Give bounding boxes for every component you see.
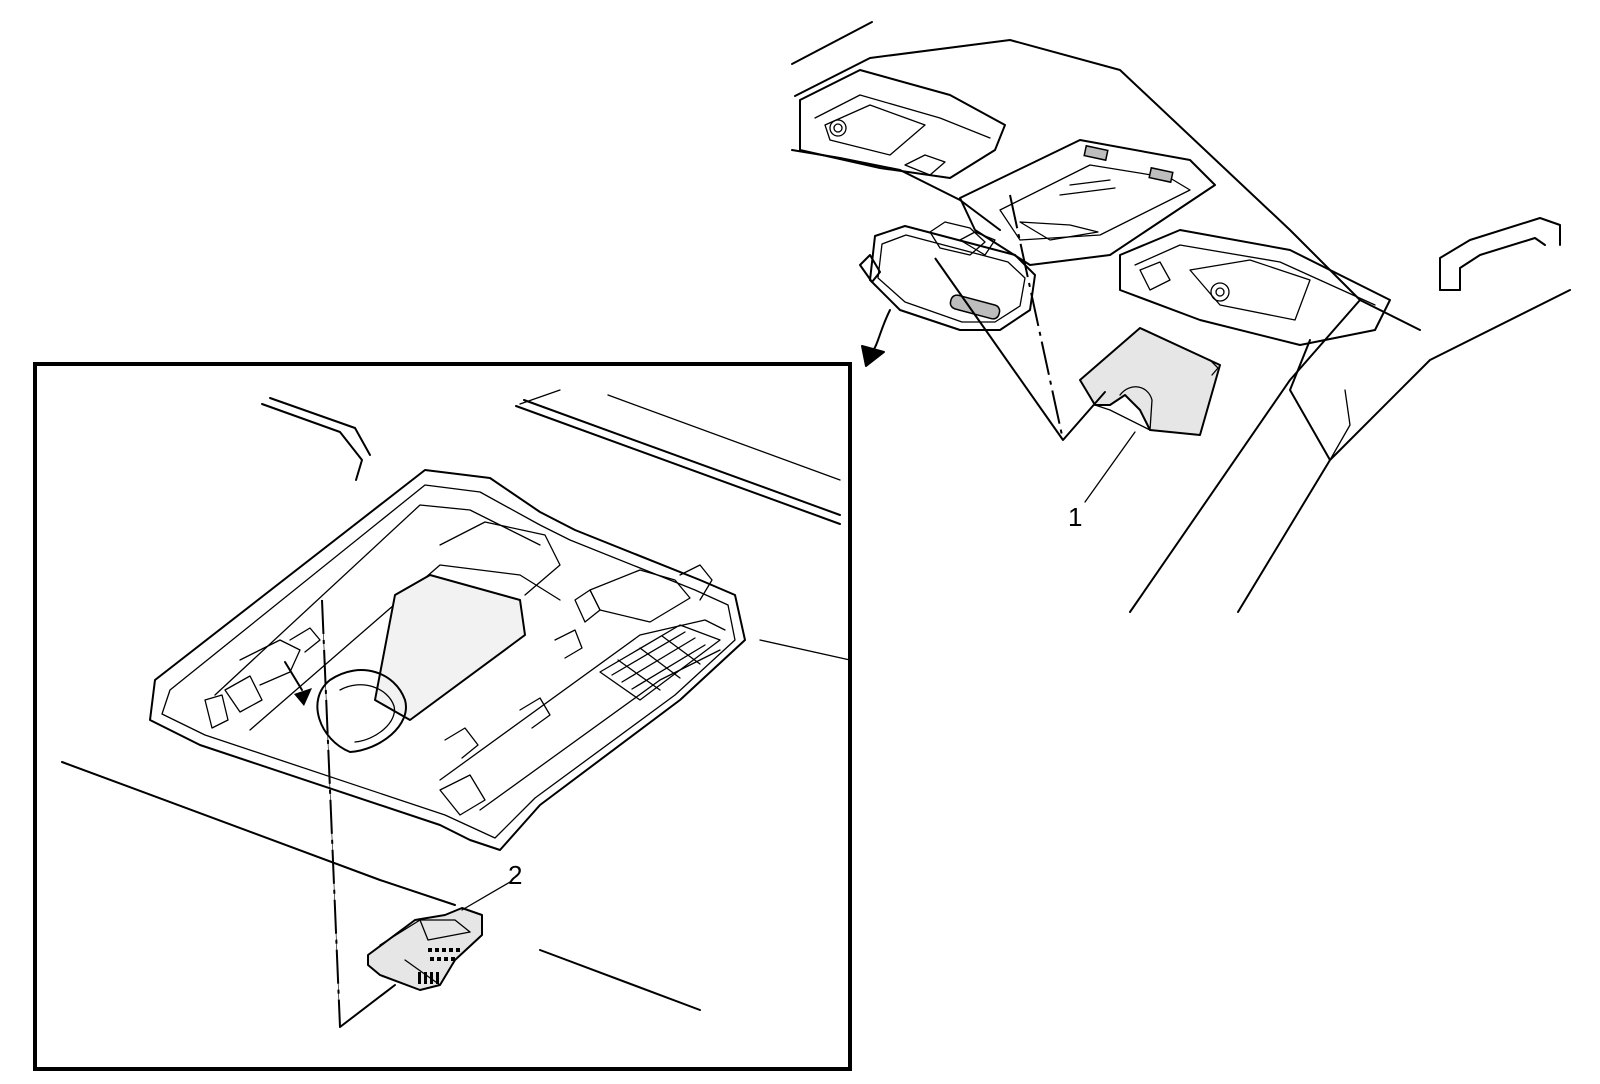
detail-arrowhead [861,345,885,367]
rearview-mirror [859,221,1036,331]
headliner-overview: 1 [791,21,1571,613]
assist-handle [1439,217,1561,291]
mirror-cover-part [1079,327,1221,436]
alignment-line-1a [1009,194,1064,441]
console-vent-grille [599,624,721,701]
callout-1-leader [1084,431,1136,503]
callout-2-leader [461,881,511,911]
removal-arrow [284,661,303,691]
console-opening-frame [149,469,746,851]
inset-frame [33,362,852,1071]
callout-1-label: 1 [1068,502,1082,532]
left-sunvisor-recess [799,69,1006,179]
callout-2-label: 2 [508,860,522,890]
detail-inset: 2 [33,362,852,1071]
connector-part [367,907,483,991]
right-sunvisor-recess [1119,229,1391,346]
alignment-line-2b [321,599,341,1028]
detail-arrow [871,309,891,353]
alignment-line-1b [934,257,1064,441]
alignment-line-2c [339,984,396,1028]
removal-arrowhead [294,688,312,706]
alignment-line-1c [1062,391,1106,441]
